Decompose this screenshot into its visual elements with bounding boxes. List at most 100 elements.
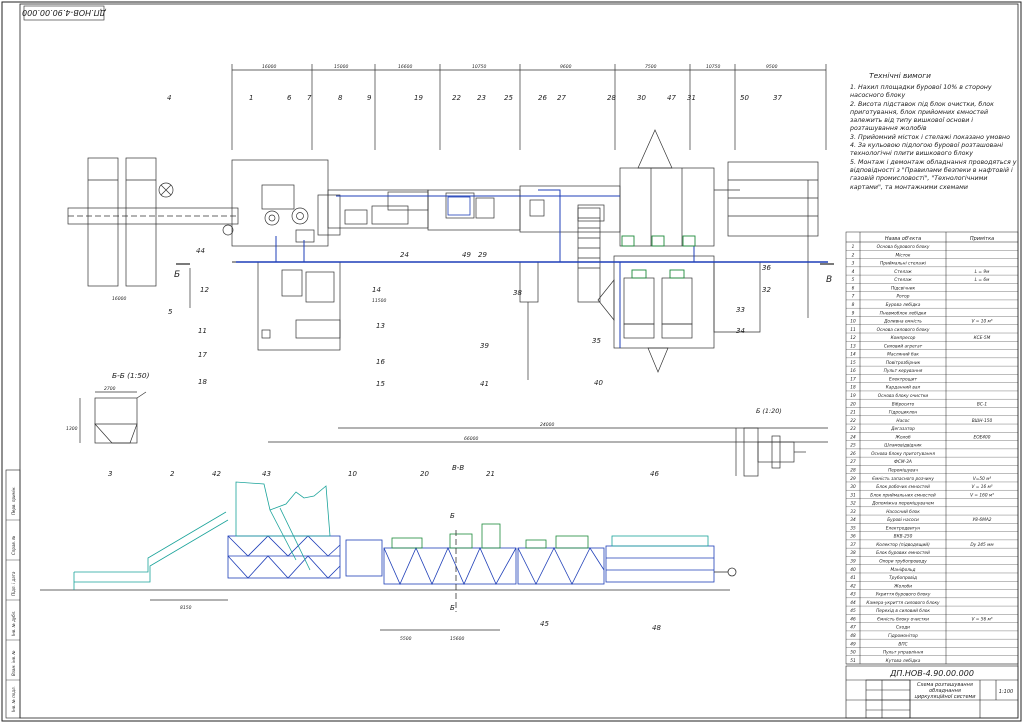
label-2: 2 [170, 470, 175, 478]
spec-cell-name: ВКВ-250 [894, 534, 913, 540]
spec-cell-name: Жолоб [894, 434, 911, 440]
notes-body: 1. Нахил площадки бурової 10% в сторону … [850, 84, 1017, 191]
dim-5: 9600 [560, 64, 572, 70]
spec-cell-pos: 20 [850, 401, 856, 407]
label-37: 37 [773, 94, 782, 102]
spec-cell-name: Пневмоблок лебідки [880, 310, 927, 316]
detail-b-view: Б (1:20) [735, 407, 806, 477]
note-5: 5. Монтаж і демонтаж обладнання проводят… [850, 158, 1017, 191]
spec-cell-pos: 12 [850, 335, 856, 341]
label-40: 40 [594, 379, 603, 387]
spec-cell-name: Ємність блоку очистки [877, 616, 929, 622]
spec-cell-note: V = 16 м³ [971, 484, 992, 490]
spec-cell-name: Кутова лебідка [886, 658, 921, 664]
label-43: 43 [262, 470, 271, 478]
spec-cell-name: Основа блоку очистки [878, 393, 929, 399]
note-3: 3. Прийомний місток і стелажі показано у… [850, 133, 1011, 141]
spec-cell-note: КСЕ-5М [974, 335, 991, 341]
spec-cell-pos: 51 [850, 658, 856, 664]
spec-cell-name: Блок приймальних ємностей [870, 492, 936, 498]
spec-cell-name: Бурова лебідка [886, 302, 921, 308]
section-b-left: Б [174, 270, 180, 280]
strip-label-1: Перв. примін. [11, 486, 16, 515]
label-13: 13 [376, 322, 385, 330]
spec-cell-name: Приймальні стелажі [880, 261, 927, 267]
label-14: 14 [372, 286, 381, 294]
dim-1: 16000 [262, 64, 276, 70]
label-44: 44 [196, 247, 205, 255]
spec-cell-pos: 4 [852, 269, 855, 275]
spec-cell-pos: 44 [850, 600, 856, 606]
section-bb-view: Б-Б (1:50) 2700 1300 [66, 371, 150, 444]
label-42: 42 [212, 470, 221, 478]
dim-9: 11500 [372, 298, 386, 304]
dim-2: 15000 [334, 64, 348, 70]
spec-cell-note: L = 9м [975, 269, 990, 275]
plan-number-labels: 4 1 6 7 8 9 19 22 23 25 26 27 28 30 47 3… [167, 94, 782, 388]
spec-cell-name: Допоміжна перемішувачем [871, 501, 935, 507]
spec-cell-pos: 35 [850, 525, 856, 531]
spec-cell-pos: 1 [852, 244, 855, 250]
tank-truss [605, 545, 715, 583]
spec-cell-name: Шламовідвідник [884, 443, 922, 449]
bb-dim-height: 1300 [66, 426, 78, 432]
spec-cell-name: Вібросито [892, 401, 915, 407]
dim-10: 16000 [112, 296, 126, 302]
spec-cell-name: Опори трубопроводу [879, 559, 927, 565]
spec-cell-note: V = 160 м³ [970, 492, 994, 498]
notes-heading: Технічні вимоги [869, 71, 931, 80]
rig-shelter [235, 481, 331, 537]
elev-dim-5500: 5500 [400, 636, 412, 642]
spec-cell-pos: 16 [850, 368, 856, 374]
spec-cell-note: L = 6м [975, 277, 990, 283]
spec-cell-pos: 3 [852, 261, 855, 267]
spec-cell-name: Основа бурового блоку [877, 244, 930, 250]
spec-cell-pos: 29 [850, 476, 856, 482]
spec-cell-name: Гідромонітор [888, 633, 918, 639]
label-10: 10 [348, 470, 357, 478]
spec-cell-name: Ротор [896, 294, 909, 300]
spec-cell-pos: 21 [850, 410, 856, 416]
label-36: 36 [762, 264, 771, 272]
label-8: 8 [338, 94, 343, 102]
note-2: 2. Висота підставок під блок очистки, бл… [850, 100, 994, 133]
label-6: 6 [287, 94, 292, 102]
label-47: 47 [667, 94, 676, 102]
label-20: 20 [420, 470, 429, 478]
spec-cell-pos: 38 [850, 550, 856, 556]
spec-cell-name: Перехід в силовий блок [876, 608, 930, 614]
dim-7: 10750 [706, 64, 720, 70]
label-28: 28 [607, 94, 616, 102]
spec-cell-note: Dу 245 мм [970, 542, 994, 548]
section-markers: Б В [174, 263, 834, 285]
spec-cell-note: V = 10 м³ [971, 319, 992, 325]
plan-view [67, 64, 828, 443]
spec-cell-name: Карданний вал [886, 385, 921, 391]
detail-label: Б (1:20) [756, 407, 782, 415]
spec-cell-name: Жолоби [893, 583, 912, 589]
plan-dimensions: 16000 15000 16600 10750 9600 7500 10750 … [112, 64, 778, 442]
spec-header-note: Примітка [970, 236, 994, 242]
rig-substructure [231, 159, 329, 247]
title-block [845, 665, 1019, 719]
spec-cell-pos: 11 [850, 327, 856, 333]
spec-cell-pos: 37 [850, 542, 856, 548]
elevation-number-labels: 3 2 42 43 10 20 21 46 45 48 В-В Б Б [108, 464, 661, 632]
spec-cell-pos: 47 [850, 625, 856, 631]
label-25: 25 [504, 94, 513, 102]
tank-block-37 [727, 161, 819, 237]
dim-8: 9500 [766, 64, 778, 70]
spec-cell-name: Дегазатор [890, 426, 915, 432]
spec-table [845, 231, 1019, 665]
ramp [74, 519, 229, 583]
label-23: 23 [477, 94, 486, 102]
note-1: 1. Нахил площадки бурової 10% в сторону … [850, 84, 992, 100]
strip-label-2: Справ. № [11, 536, 16, 555]
stamp-code: ДП.НОВ-4.90.00.000 [22, 8, 107, 17]
label-5: 5 [168, 308, 173, 316]
left-binding-strip: Перв. примін. Справ. № Підп. і дата Інв.… [5, 469, 21, 719]
label-41: 41 [480, 380, 489, 388]
label-33: 33 [736, 306, 745, 314]
label-3: 3 [108, 470, 112, 478]
pump-block [613, 255, 715, 349]
